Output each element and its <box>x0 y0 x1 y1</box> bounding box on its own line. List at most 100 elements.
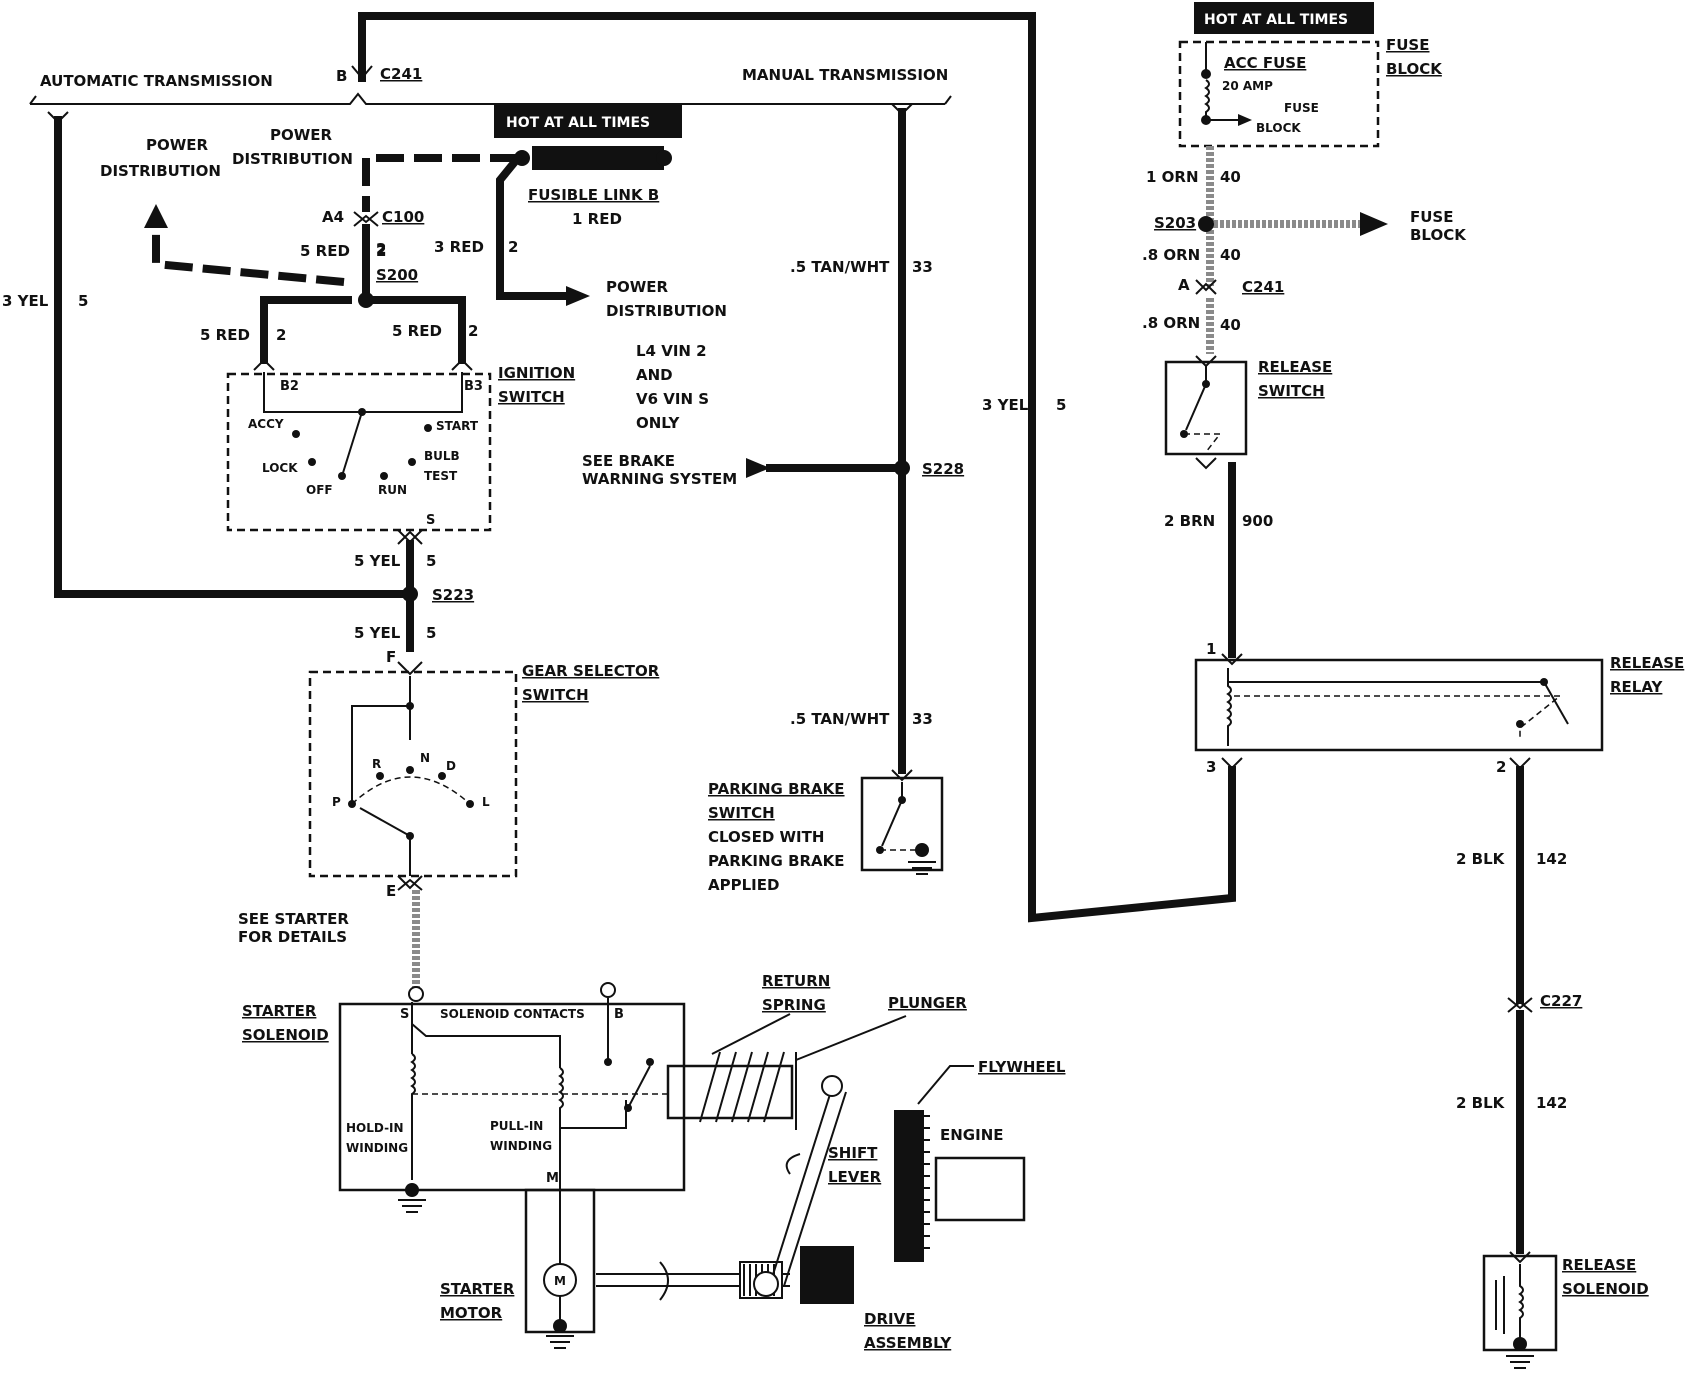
fuse-block-title-1: FUSE <box>1386 36 1429 54</box>
parking-brake-switch-box <box>860 776 944 872</box>
fuse-small-2: BLOCK <box>1256 121 1301 135</box>
relay-pin-1: 1 <box>1206 640 1216 658</box>
bulb-label-1: BULB <box>424 449 460 463</box>
gear-title-2: SWITCH <box>522 686 589 704</box>
fuse-block-title-2: BLOCK <box>1386 60 1443 78</box>
fuse-small-1: FUSE <box>1284 101 1319 115</box>
brake-warning-2: WARNING SYSTEM <box>582 470 737 488</box>
manual-transmission-label: MANUAL TRANSMISSION <box>742 66 948 84</box>
hot-at-all-times-text-right: HOT AT ALL TIMES <box>1204 12 1348 28</box>
ignition-title-2: SWITCH <box>498 388 565 406</box>
gear-d-label: D <box>446 759 456 773</box>
brake-warning-1: SEE BRAKE <box>582 452 675 470</box>
hold-in-label-2: WINDING <box>346 1141 408 1155</box>
release-relay-title-1: RELEASE <box>1610 654 1684 672</box>
pull-in-label-1: PULL-IN <box>490 1119 543 1133</box>
run-label: RUN <box>378 483 407 497</box>
see-starter-2: FOR DETAILS <box>238 928 347 946</box>
plunger-label: PLUNGER <box>888 994 967 1012</box>
3-yel-label: 3 YEL <box>2 292 49 310</box>
gear-r-label: R <box>372 757 381 771</box>
5-red-number-c: 2 <box>468 322 478 340</box>
2-blk-number-a: 142 <box>1536 850 1567 868</box>
manual-branch: S228 SEE BRAKE WARNING SYSTEM .5 TAN/WHT… <box>582 103 1066 894</box>
automatic-transmission-label: AUTOMATIC TRANSMISSION <box>40 72 273 90</box>
starter-motor-title-1: STARTER <box>440 1280 515 1298</box>
hold-in-label-1: HOLD-IN <box>346 1121 404 1135</box>
starter-solenoid-box <box>338 1002 686 1192</box>
5-yel-label-a: 5 YEL <box>354 552 401 570</box>
release-switch-box <box>1164 360 1248 456</box>
starter-motor-title-2: MOTOR <box>440 1304 503 1322</box>
yellow-wire-loop <box>358 12 1236 923</box>
release-relay-title-2: RELAY <box>1610 678 1664 696</box>
power-dist-3-line1: POWER <box>606 278 669 296</box>
08-orn-label-b: .8 ORN <box>1142 314 1200 332</box>
power-dist-3-line2: DISTRIBUTION <box>606 302 727 320</box>
s223-label: S223 <box>432 586 474 604</box>
parking-brake-label-5: APPLIED <box>708 876 779 894</box>
3-red-number: 2 <box>508 238 518 256</box>
2-blk-number-b: 142 <box>1536 1094 1567 1112</box>
gear-selector-switch: R N D P L GEAR SELECTOR SWITCH E <box>308 662 660 900</box>
f-pin-label: F <box>386 648 396 666</box>
5-yel-number-b: 5 <box>426 624 436 642</box>
tan-wht-number-a: 33 <box>912 258 933 276</box>
a-pin-label: A <box>1178 276 1190 294</box>
2-brn-label: 2 BRN <box>1164 512 1215 530</box>
s203-splice <box>1198 216 1214 232</box>
starter-section: SEE STARTER FOR DETAILS STARTER SOLENOID… <box>238 890 1066 1352</box>
b3-label: B3 <box>464 379 483 394</box>
release-circuit: HOT AT ALL TIMES ACC FUSE 20 AMP FUSE BL… <box>1142 2 1684 1369</box>
note-l4-line2: AND <box>636 366 673 384</box>
parking-brake-label-1: PARKING BRAKE <box>708 780 845 798</box>
fuse-block-out-1: FUSE <box>1410 208 1453 226</box>
parking-brake-label-4: PARKING BRAKE <box>708 852 845 870</box>
ignition-title-1: IGNITION <box>498 364 575 382</box>
c100-label: C100 <box>382 208 424 226</box>
auto-yel-wire: 3 YEL 5 <box>2 111 410 598</box>
power-dist-2-line1: POWER <box>270 126 333 144</box>
drive-assembly-label-1: DRIVE <box>864 1310 915 1328</box>
solenoid-m-pin: M <box>546 1171 559 1186</box>
shift-lever-label-2: LEVER <box>828 1168 882 1186</box>
c241-b-label: C241 <box>380 65 422 83</box>
2-blk-label-a: 2 BLK <box>1456 850 1506 868</box>
5-red-label-c: 5 RED <box>392 322 442 340</box>
note-l4-line3: V6 VIN S <box>636 390 709 408</box>
s228-label: S228 <box>922 460 964 478</box>
c241-b-pin-label: B <box>336 67 347 85</box>
lock-label: LOCK <box>262 461 298 475</box>
power-dist-2-line2: DISTRIBUTION <box>232 150 353 168</box>
engine-box <box>934 1156 1026 1222</box>
hot-at-all-times-text: HOT AT ALL TIMES <box>506 115 650 131</box>
gear-p-label: P <box>332 795 341 809</box>
transmission-bus: AUTOMATIC TRANSMISSION MANUAL TRANSMISSI… <box>29 12 1236 923</box>
5-red-label-a: 5 RED <box>300 242 350 260</box>
gear-n-label: N <box>420 751 430 765</box>
b2-label: B2 <box>280 379 299 394</box>
flywheel-label: FLYWHEEL <box>978 1058 1066 1076</box>
fusible-link-wire-label: 1 RED <box>572 210 622 228</box>
release-switch-title-1: RELEASE <box>1258 358 1332 376</box>
release-switch-title-2: SWITCH <box>1258 382 1325 400</box>
ignition-s-pin: S <box>426 513 435 528</box>
relay-pin-2: 2 <box>1496 758 1506 776</box>
power-dist-1-line2: DISTRIBUTION <box>100 162 221 180</box>
c241-right-label: C241 <box>1242 278 1284 296</box>
tan-wht-label-b: .5 TAN/WHT <box>790 710 890 728</box>
gear-l-label: L <box>482 795 490 809</box>
s200-label: S200 <box>376 266 418 284</box>
see-starter-1: SEE STARTER <box>238 910 349 928</box>
1-orn-label: 1 ORN <box>1146 168 1199 186</box>
1-orn-number: 40 <box>1220 168 1241 186</box>
parking-brake-label-2: SWITCH <box>708 804 775 822</box>
solenoid-b-pin: B <box>614 1007 624 1022</box>
2-label-c100: 2 <box>376 240 386 258</box>
s203-label: S203 <box>1154 214 1196 232</box>
tan-wht-number-b: 33 <box>912 710 933 728</box>
fuse-block-box <box>1178 40 1380 148</box>
return-spring-label-1: RETURN <box>762 972 830 990</box>
fuse-block-out-2: BLOCK <box>1410 226 1467 244</box>
